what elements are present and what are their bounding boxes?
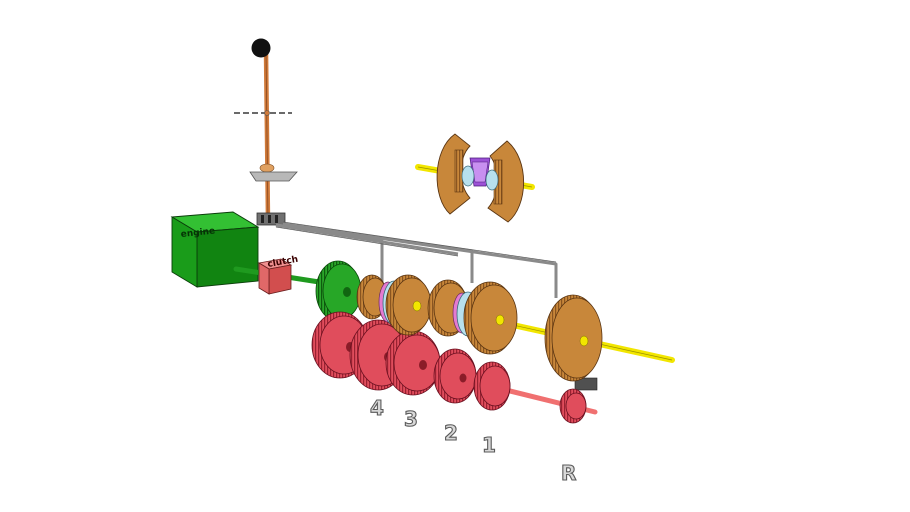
gear-label-3: 3 [404,407,418,431]
lever-pivot-pin [234,111,292,116]
lever-mount-plate [250,172,297,181]
reverse-idler-gear [560,378,597,423]
main-gear-3 [386,275,431,335]
main-gear-1 [464,282,517,354]
engine-block: engine [172,212,258,287]
clutch-box: clutch [259,255,299,294]
counter-gear-reverse-small [474,362,510,410]
gear-label-2: 2 [444,421,458,445]
shift-lever [234,39,297,226]
gear-label-4: 4 [370,396,384,420]
counter-gear-1 [434,349,476,403]
lever-boot [260,164,274,172]
counter-gear-2 [386,331,440,395]
lever-knob [252,39,271,58]
main-gear-reverse [545,295,602,381]
gear-label-1: 1 [482,433,496,457]
gear-label-reverse: R [561,461,576,485]
synchronizer-detail-view [418,134,532,222]
